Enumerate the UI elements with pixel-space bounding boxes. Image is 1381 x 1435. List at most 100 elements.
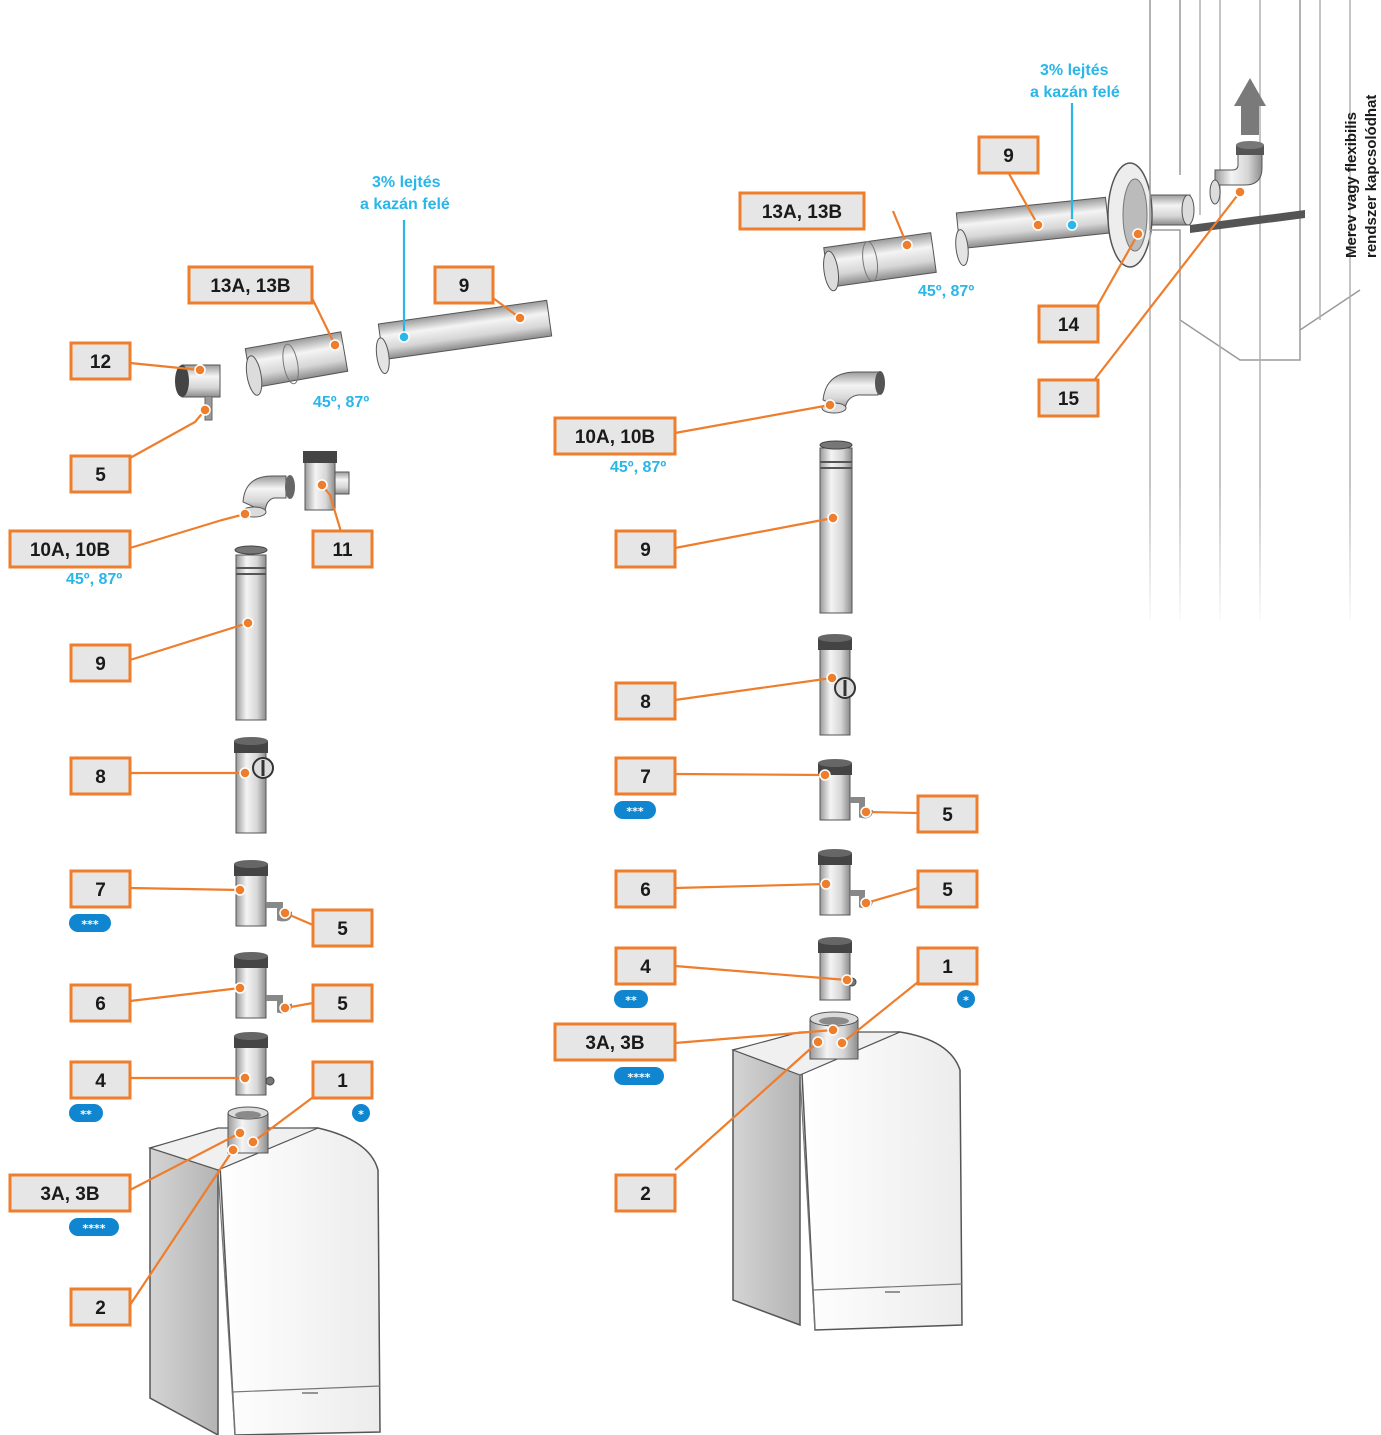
svg-text:9: 9 [459, 276, 470, 297]
svg-text:****: **** [82, 1222, 105, 1235]
badge-4-stars-right: **** [614, 1067, 664, 1085]
svg-text:**: ** [625, 994, 637, 1007]
badge-3-stars-left: *** [69, 914, 111, 932]
svg-text:**: ** [80, 1108, 92, 1121]
label-2-right: 2 [614, 1173, 677, 1213]
angle-note-10-right: 45º, 87º [610, 459, 666, 476]
label-5-low-right: 5 [916, 869, 979, 909]
angle-note-10-left: 45º, 87º [66, 571, 122, 588]
svg-text:5: 5 [337, 994, 348, 1015]
badge-1-star-left: * [352, 1104, 370, 1122]
svg-text:3A, 3B: 3A, 3B [40, 1184, 99, 1205]
label-7-left: 7 [69, 869, 132, 909]
slope-note-lines [398, 103, 1078, 343]
svg-text:1: 1 [337, 1071, 348, 1092]
badge-1-star-right: * [957, 990, 975, 1008]
label-9-right: 9 [614, 529, 677, 569]
badge-3-stars-right: *** [614, 801, 656, 819]
svg-text:1: 1 [942, 957, 953, 978]
label-4-right: 4 [614, 946, 677, 986]
pipe-part-8-right [818, 634, 856, 736]
svg-text:13A, 13B: 13A, 13B [762, 202, 842, 223]
tee-part-11 [303, 451, 350, 511]
label-5-mid-right: 5 [916, 794, 979, 834]
label-7-right: 7 [614, 756, 677, 796]
label-10-right: 10A, 10B [553, 416, 677, 456]
boiler-left [147, 1106, 381, 1435]
slope-note-line2: a kazán felé [360, 196, 450, 213]
label-5-top-left: 5 [69, 454, 132, 494]
svg-text:****: **** [627, 1071, 650, 1084]
pipe-part-9 [234, 545, 268, 721]
wall-rosette-part-14 [1107, 162, 1153, 268]
pipe-part-9-horizontal [375, 299, 553, 375]
label-5-mid-left: 5 [311, 908, 374, 948]
label-13-left: 13A, 13B [187, 265, 314, 305]
svg-text:8: 8 [95, 767, 106, 788]
svg-text:4: 4 [640, 957, 651, 978]
chimney-shaft [1140, 0, 1370, 630]
label-3-right: 3A, 3B [553, 1022, 677, 1062]
pipe-part-4 [234, 1032, 275, 1096]
pipe-part-7 [234, 860, 293, 927]
pipe-part-13 [244, 331, 349, 396]
pipe-part-4-right [818, 937, 857, 1001]
svg-text:5: 5 [337, 919, 348, 940]
label-3-left: 3A, 3B [8, 1173, 132, 1213]
svg-text:13A, 13B: 13A, 13B [210, 276, 290, 297]
angle-note-13-right: 45º, 87º [918, 283, 974, 300]
label-9-top-right: 9 [977, 135, 1040, 175]
svg-text:2: 2 [640, 1184, 651, 1205]
label-8-left: 8 [69, 756, 132, 796]
badge-2-stars-left: ** [69, 1104, 103, 1122]
side-note-line2: rendszer kapcsolódhat [1363, 95, 1380, 258]
svg-text:9: 9 [95, 654, 106, 675]
up-arrow-icon [1234, 78, 1266, 135]
svg-text:10A, 10B: 10A, 10B [30, 540, 110, 561]
svg-text:9: 9 [1003, 146, 1014, 167]
svg-text:11: 11 [332, 540, 353, 561]
svg-text:*: * [963, 994, 969, 1007]
slope-note-line2-right: a kazán felé [1030, 84, 1120, 101]
leader-lines [129, 171, 1246, 1306]
svg-text:10A, 10B: 10A, 10B [575, 427, 655, 448]
svg-text:6: 6 [95, 994, 106, 1015]
label-11-left: 11 [311, 529, 374, 569]
label-1-right: 1 [916, 946, 979, 986]
pipe-part-8 [234, 737, 274, 834]
svg-text:14: 14 [1058, 315, 1080, 336]
label-6-right: 6 [614, 869, 677, 909]
label-13-right: 13A, 13B [738, 191, 866, 231]
label-9-left: 9 [69, 643, 132, 683]
svg-text:5: 5 [942, 880, 953, 901]
boiler-right [731, 1011, 963, 1331]
label-10-left: 10A, 10B [8, 529, 132, 569]
elbow-part-10 [241, 475, 295, 518]
svg-text:12: 12 [90, 352, 111, 373]
slope-note-line1-right: 3% lejtés [1040, 62, 1109, 79]
label-4-left: 4 [69, 1060, 132, 1100]
slope-note-line1: 3% lejtés [372, 174, 441, 191]
svg-text:8: 8 [640, 692, 651, 713]
svg-text:***: *** [81, 918, 99, 931]
svg-text:3A, 3B: 3A, 3B [585, 1033, 644, 1054]
label-14-right: 14 [1037, 304, 1100, 344]
svg-text:5: 5 [95, 465, 106, 486]
label-1-left: 1 [311, 1060, 374, 1100]
label-12-left: 12 [69, 341, 132, 381]
label-9-top-left: 9 [433, 265, 495, 305]
svg-text:6: 6 [640, 880, 651, 901]
angle-note-13-left: 45º, 87º [313, 394, 369, 411]
notes: 3% lejtés a kazán felé 3% lejtés a kazán… [66, 62, 1380, 588]
svg-text:5: 5 [942, 805, 953, 826]
badge-4-stars-left: **** [69, 1218, 119, 1236]
svg-text:15: 15 [1058, 389, 1080, 410]
callout-labels: 12 13A, 13B 9 5 10A, 10B 11 9 8 7 5 6 5 … [8, 135, 1100, 1327]
shaft-elbow-part-15 [1209, 141, 1264, 205]
label-15-right: 15 [1037, 378, 1100, 418]
label-6-left: 6 [69, 983, 132, 1023]
svg-text:***: *** [626, 805, 644, 818]
side-note-line1: Merev vagy flexibilis [1343, 112, 1360, 258]
svg-text:*: * [358, 1108, 364, 1121]
